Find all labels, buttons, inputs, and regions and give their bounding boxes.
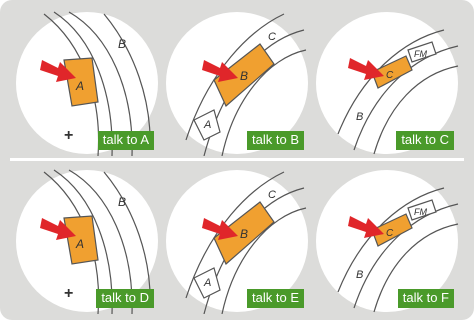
other-letter: B — [356, 111, 363, 123]
button-letter: A — [75, 237, 84, 251]
extra-letter: A — [203, 277, 211, 289]
button-letter: B — [240, 227, 248, 241]
row-divider — [10, 158, 464, 161]
plus-mark: + — [64, 285, 73, 302]
button-letter: C — [386, 70, 394, 81]
cell-talk-to-a: A B + talk to A — [14, 10, 160, 156]
other-letter: C — [268, 189, 276, 201]
button-letter: C — [386, 228, 394, 239]
other-letter: C — [268, 31, 276, 43]
cell-talk-to-b: B C A talk to B — [164, 10, 310, 156]
talk-to-b-label: talk to B — [247, 131, 304, 150]
plus-mark: + — [64, 127, 73, 144]
button-letter: B — [240, 69, 248, 83]
other-letter: B — [356, 269, 363, 281]
button-letter: A — [75, 79, 84, 93]
talk-to-d-label: talk to D — [96, 289, 154, 308]
fm-mark: FM — [414, 207, 427, 217]
extra-letter: A — [203, 119, 211, 131]
cell-talk-to-e: B C A talk to E — [164, 168, 310, 314]
other-letter: B — [118, 37, 126, 51]
other-letter: B — [118, 195, 126, 209]
talk-to-c-label: talk to C — [396, 131, 454, 150]
talk-to-a-label: talk to A — [98, 131, 154, 150]
cell-talk-to-d: A B + talk to D — [14, 168, 160, 314]
fm-mark: FM — [414, 49, 427, 59]
talk-to-f-label: talk to F — [398, 289, 454, 308]
cell-talk-to-c: C B FM talk to C — [314, 10, 460, 156]
cell-talk-to-f: C B FM talk to F — [314, 168, 460, 314]
talk-to-e-label: talk to E — [247, 289, 304, 308]
